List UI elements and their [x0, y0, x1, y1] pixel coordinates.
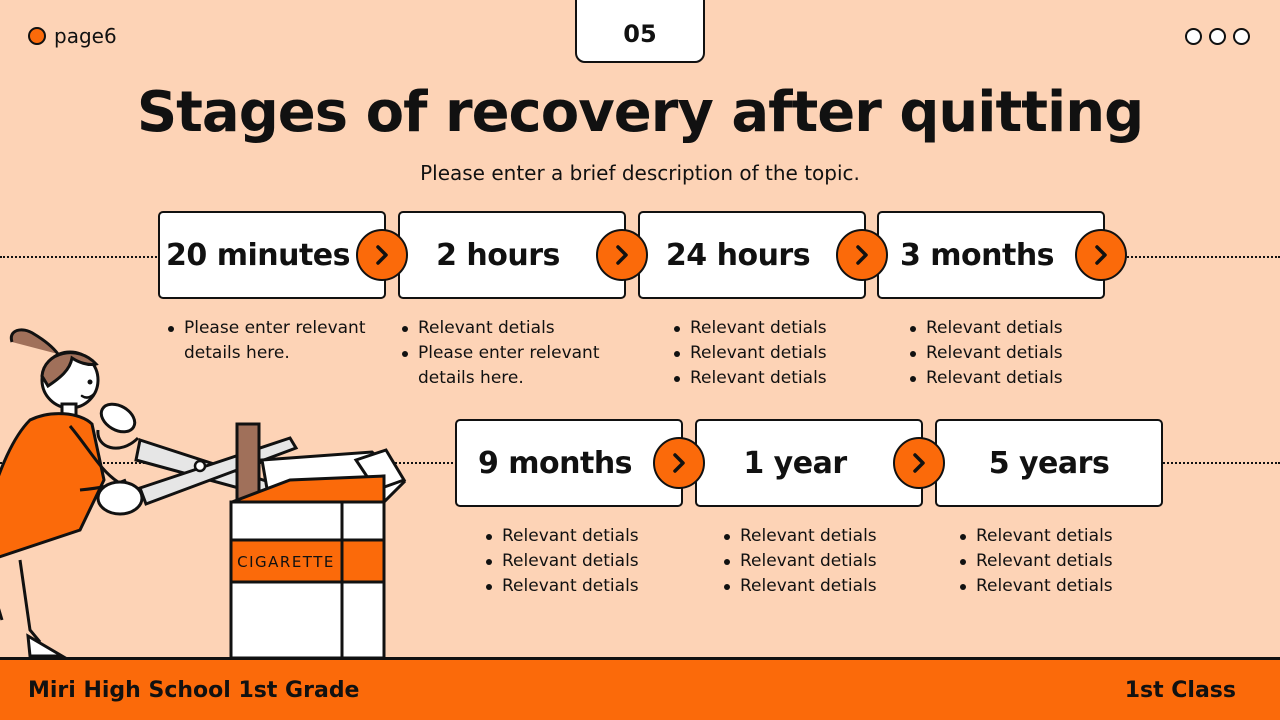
detail-item: Relevant detials [484, 524, 684, 549]
stage-details-1: Please enter relevant details here. [166, 316, 386, 366]
chevron-right-icon [836, 229, 888, 281]
stage-label: 3 months [899, 237, 1055, 273]
stage-card-7: 5 years [935, 419, 1163, 507]
page-label: page6 [28, 24, 117, 48]
detail-item: Relevant detials [958, 549, 1158, 574]
detail-item: Relevant detials [722, 524, 922, 549]
detail-item: Relevant detials [722, 574, 922, 599]
stage-label: 20 minutes [166, 237, 351, 273]
detail-item: Relevant detials [672, 341, 872, 366]
stage-label: 1 year [743, 445, 847, 481]
stage-label: 24 hours [665, 237, 811, 273]
circle-icon [1233, 28, 1250, 45]
stage-card-2: 2 hours [398, 211, 648, 299]
detail-item: Relevant detials [400, 316, 630, 341]
cigarette-box-label: CIGARETTE [237, 553, 335, 571]
stage-label: 5 years [988, 445, 1110, 481]
chevron-right-icon [356, 229, 408, 281]
slide-number-tab: 05 [575, 0, 705, 63]
detail-item: Please enter relevant details here. [400, 341, 630, 391]
stage-details-3: Relevant detials Relevant detials Releva… [672, 316, 872, 391]
circle-icon [1209, 28, 1226, 45]
detail-item: Relevant detials [958, 524, 1158, 549]
footer-bar: Miri High School 1st Grade 1st Class [0, 657, 1280, 720]
circle-icon [1185, 28, 1202, 45]
stage-card-4: 3 months [877, 211, 1127, 299]
chevron-right-icon [596, 229, 648, 281]
detail-item: Relevant detials [672, 316, 872, 341]
circle-bullet-icon [28, 27, 46, 45]
chevron-right-icon [653, 437, 705, 489]
stage-details-6: Relevant detials Relevant detials Releva… [722, 524, 922, 599]
detail-item: Relevant detials [908, 316, 1108, 341]
detail-item: Relevant detials [908, 341, 1108, 366]
footer-school: Miri High School 1st Grade [28, 677, 360, 703]
page-subtitle: Please enter a brief description of the … [420, 161, 860, 185]
stage-details-4: Relevant detials Relevant detials Releva… [908, 316, 1108, 391]
detail-item: Relevant detials [908, 366, 1108, 391]
chevron-right-icon [893, 437, 945, 489]
detail-item: Please enter relevant details here. [166, 316, 386, 366]
slide-number: 05 [623, 19, 657, 48]
detail-item: Relevant detials [958, 574, 1158, 599]
stage-card-5: 9 months [455, 419, 705, 507]
footer-class: 1st Class [1124, 677, 1236, 703]
stage-label: 2 hours [436, 237, 560, 273]
detail-item: Relevant detials [672, 366, 872, 391]
page-title: Stages of recovery after quitting [136, 80, 1144, 145]
decorative-dots [1185, 28, 1250, 45]
detail-item: Relevant detials [722, 549, 922, 574]
chevron-right-icon [1075, 229, 1127, 281]
stage-card-3: 24 hours [638, 211, 888, 299]
detail-item: Relevant detials [484, 549, 684, 574]
woman-cutting-cigarettes-illustration: CIGARETTE [0, 328, 407, 660]
stage-details-5: Relevant detials Relevant detials Releva… [484, 524, 684, 599]
stage-details-7: Relevant detials Relevant detials Releva… [958, 524, 1158, 599]
page-label-text: page6 [54, 24, 117, 48]
detail-item: Relevant detials [484, 574, 684, 599]
stage-card-6: 1 year [695, 419, 945, 507]
stage-card-1: 20 minutes [158, 211, 408, 299]
stage-details-2: Relevant detials Please enter relevant d… [400, 316, 630, 391]
stage-label: 9 months [477, 445, 633, 481]
